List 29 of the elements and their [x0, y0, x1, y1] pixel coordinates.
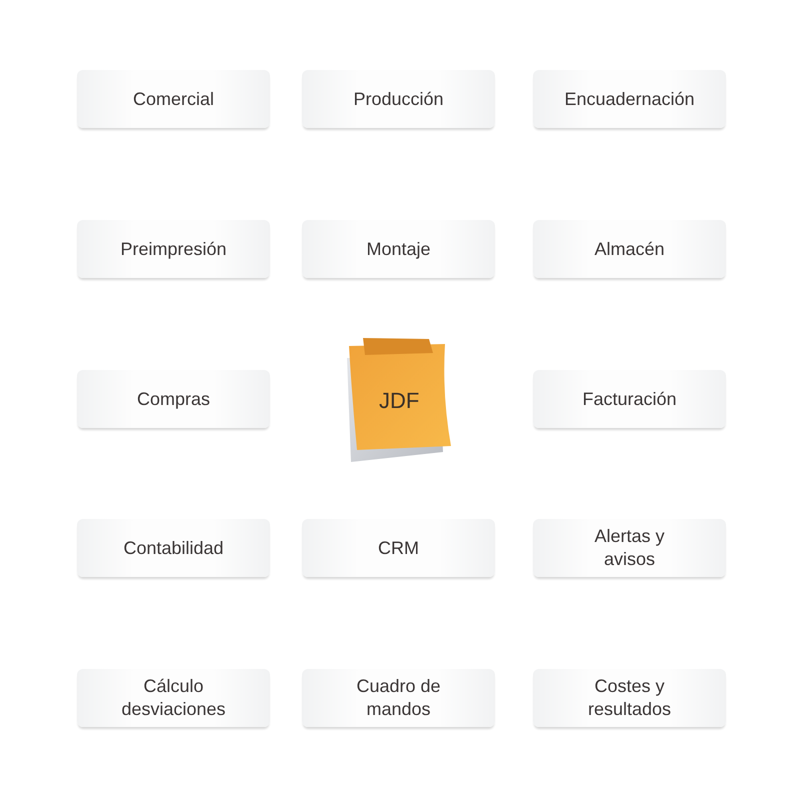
module-label: Montaje — [366, 238, 431, 260]
module-card — [77, 370, 270, 428]
module-label: JDF — [379, 388, 420, 414]
module-label: CRM — [378, 536, 419, 560]
module-card — [77, 220, 270, 278]
module-card — [302, 220, 495, 278]
module-card — [77, 519, 270, 577]
module-card — [533, 669, 726, 727]
module-label: Cálculo desviaciones — [120, 675, 227, 721]
module-card — [77, 70, 270, 128]
module-label: Preimpresión — [120, 238, 227, 260]
module-card — [533, 220, 726, 278]
module-card — [533, 370, 726, 428]
module-card — [533, 70, 726, 128]
module-label: Facturación — [582, 388, 677, 410]
module-card — [302, 70, 495, 128]
module-card — [77, 669, 270, 727]
module-label: Costes y resultados — [586, 675, 672, 721]
module-label: Encuadernación — [564, 88, 695, 110]
module-label: Contabilidad — [123, 536, 224, 560]
module-label: Comercial — [132, 88, 214, 110]
module-label: Cuadro de mandos — [355, 675, 442, 721]
module-label: Almacén — [594, 238, 665, 260]
module-label: Alertas y avisos — [593, 525, 666, 571]
module-card — [533, 519, 726, 577]
module-card — [302, 519, 495, 577]
module-label: Producción — [353, 88, 444, 110]
module-label: Compras — [136, 388, 210, 410]
module-card — [302, 669, 495, 727]
